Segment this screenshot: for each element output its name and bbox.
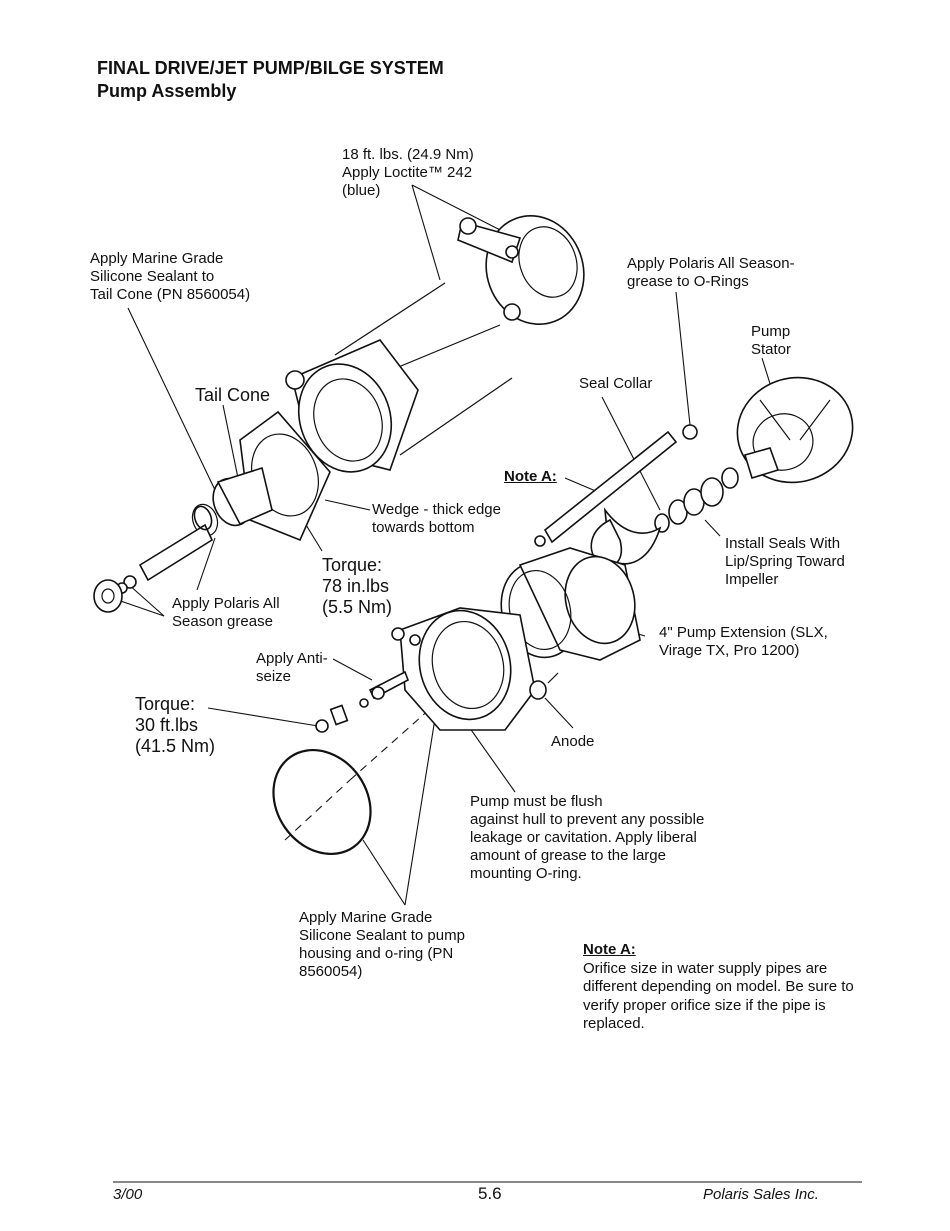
- tail-cone-housing: [285, 339, 419, 473]
- note-a-block: Note A: Orifice size in water supply pip…: [583, 941, 863, 1034]
- callout-anode: Anode: [551, 733, 595, 750]
- callout-install-seals: Install Seals With Lip/Spring Toward Imp…: [725, 535, 845, 588]
- footer-date: 3/00: [113, 1186, 143, 1203]
- callout-anti-seize: Apply Anti- seize: [256, 650, 328, 685]
- pump-stator: [736, 376, 854, 484]
- callout-torque-18: 18 ft. lbs. (24.9 Nm) Apply Loctite™ 242…: [342, 146, 474, 199]
- callout-wedge: Wedge - thick edge towards bottom: [372, 501, 501, 536]
- callout-note-a: Note A:: [504, 468, 557, 485]
- callout-torque-78: Torque: 78 in.lbs (5.5 Nm): [322, 555, 393, 617]
- hardware: [315, 670, 559, 733]
- page-subtitle: Pump Assembly: [97, 81, 237, 101]
- tail-cone: [93, 466, 273, 613]
- callout-torque-30: Torque: 30 ft.lbs (41.5 Nm): [135, 694, 216, 756]
- mounting-o-ring: [272, 748, 372, 856]
- callout-polaris-grease: Apply Polaris All Season grease: [172, 595, 280, 630]
- callout-pump-extension: 4" Pump Extension (SLX, Virage TX, Pro 1…: [659, 624, 828, 659]
- callout-marine-pump: Apply Marine Grade Silicone Sealant to p…: [299, 909, 465, 980]
- seals: [654, 467, 739, 533]
- note-a-heading: Note A:: [583, 941, 636, 958]
- note-a-body: Orifice size in water supply pipes are d…: [583, 959, 854, 1033]
- pump-housing: [391, 607, 536, 731]
- footer-page-number: 5.6: [478, 1184, 502, 1203]
- pump-extension: [500, 547, 641, 661]
- callout-polaris-orings: Apply Polaris All Season- grease to O-Ri…: [627, 255, 795, 290]
- callout-marine-tail: Apply Marine Grade Silicone Sealant to T…: [90, 250, 251, 303]
- o-ring-small: [193, 505, 213, 531]
- bearing-housing: [457, 214, 585, 326]
- drive-shaft: [534, 424, 698, 547]
- impeller: [590, 507, 662, 567]
- page-title: FINAL DRIVE/JET PUMP/BILGE SYSTEM: [97, 58, 444, 78]
- footer-company: Polaris Sales Inc.: [703, 1186, 819, 1203]
- callout-seal-collar: Seal Collar: [579, 375, 653, 392]
- callout-pump-stator: Pump Stator: [751, 323, 792, 358]
- callout-pump-flush: Pump must be flush against hull to preve…: [470, 793, 705, 882]
- callout-tail-cone: Tail Cone: [195, 385, 271, 405]
